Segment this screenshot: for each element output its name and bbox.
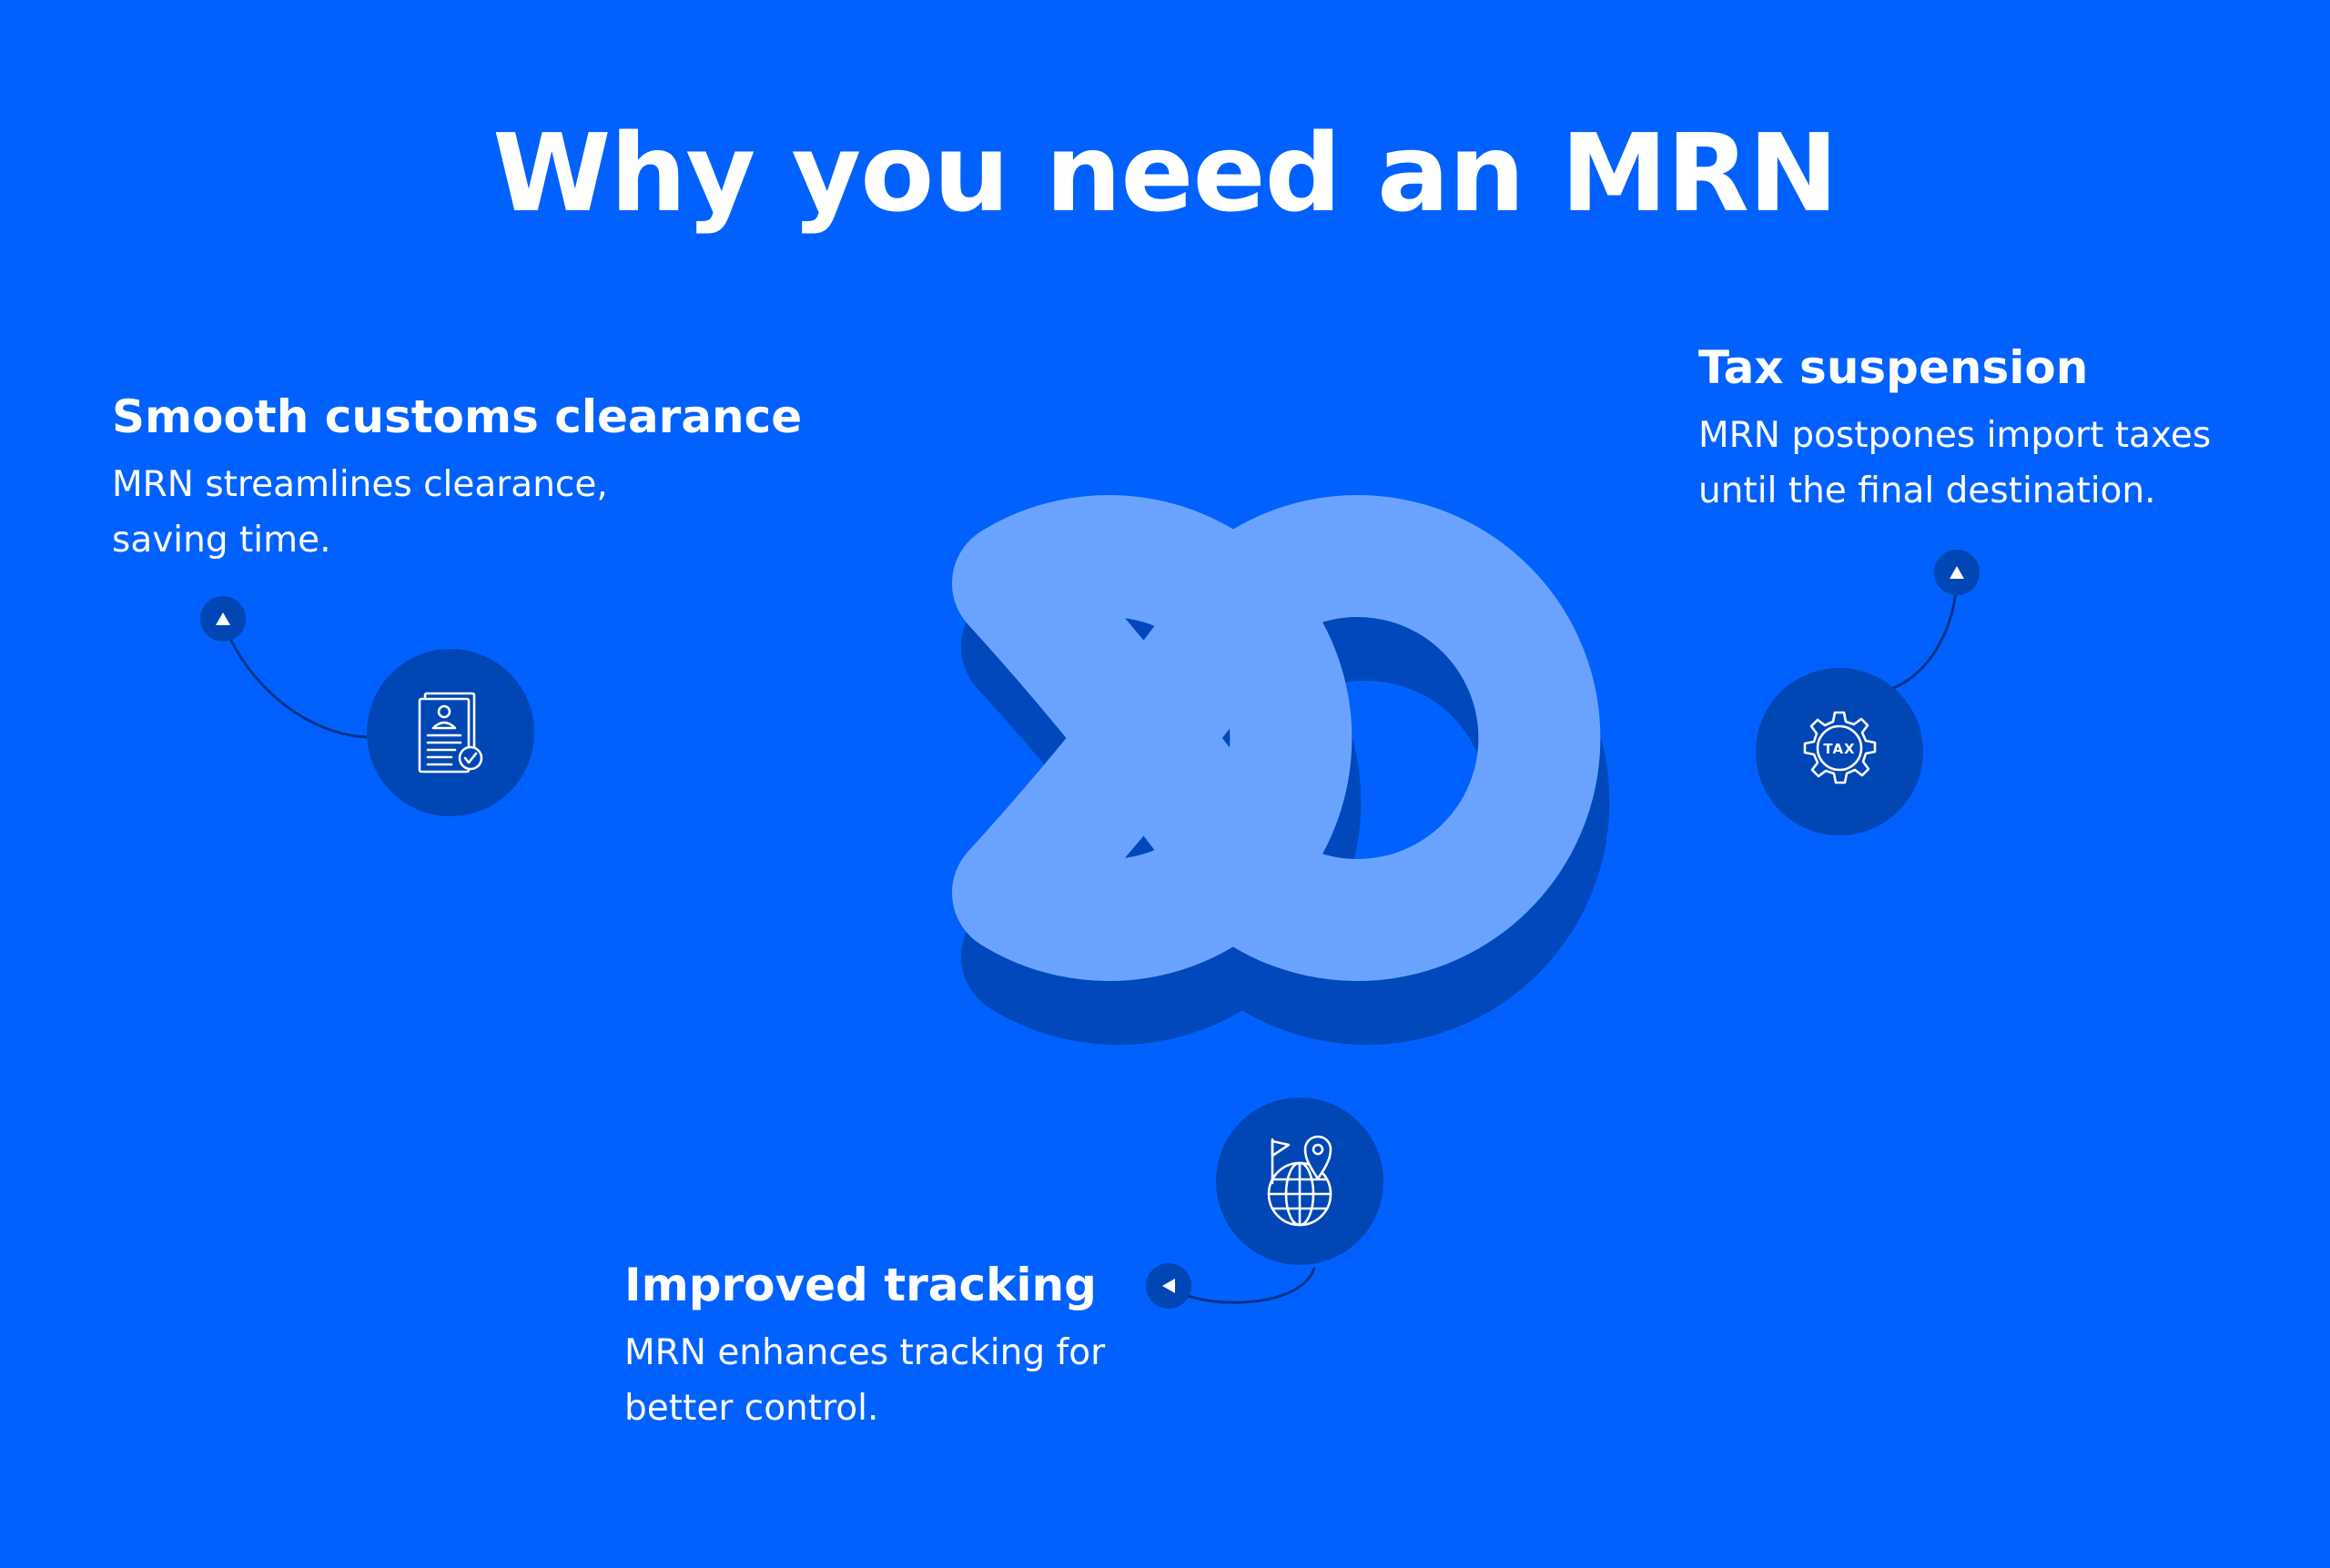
node-customs — [367, 649, 534, 816]
infinity-cross-main — [967, 541, 1312, 928]
pointer-dot-customs — [200, 596, 246, 642]
tax-gear-icon — [1803, 711, 1877, 784]
node-tracking — [1216, 1098, 1383, 1265]
node-tax: TAX — [1756, 668, 1923, 835]
globe-location-icon — [1267, 1135, 1332, 1227]
pointer-dot-tracking — [1146, 1263, 1191, 1309]
infinity-arc-left — [952, 495, 1352, 981]
triangle-up-icon — [216, 612, 230, 625]
benefit-tracking-title: Improved tracking — [624, 1259, 1097, 1311]
customs-document-icon — [418, 692, 483, 774]
pointer-dot-tax — [1934, 550, 1980, 595]
benefit-tracking-description: MRN enhances tracking for better control… — [624, 1332, 1106, 1429]
benefit-customs-description: MRN streamlines clearance, saving time. — [112, 464, 608, 561]
benefit-tax-title: Tax suspension — [1698, 341, 2089, 394]
connector-line-customs — [221, 618, 370, 739]
tax-icon-label: TAX — [1823, 741, 1855, 757]
page-title: Why you need an MRN — [492, 110, 1839, 236]
benefit-tax-description: MRN postpones import taxes until the fin… — [1698, 415, 2212, 511]
benefit-tracking: Improved tracking MRN enhances tracking … — [624, 1256, 1225, 1436]
triangle-up-icon — [1950, 566, 1964, 579]
triangle-left-icon — [1162, 1279, 1175, 1293]
infinity-loop — [952, 495, 1601, 981]
benefit-customs: Smooth customs clearance MRN streamlines… — [112, 388, 840, 568]
benefit-tax: Tax suspension MRN postpones import taxe… — [1698, 339, 2299, 519]
infinity-arc-right — [1200, 495, 1601, 981]
benefit-customs-title: Smooth customs clearance — [112, 390, 803, 443]
